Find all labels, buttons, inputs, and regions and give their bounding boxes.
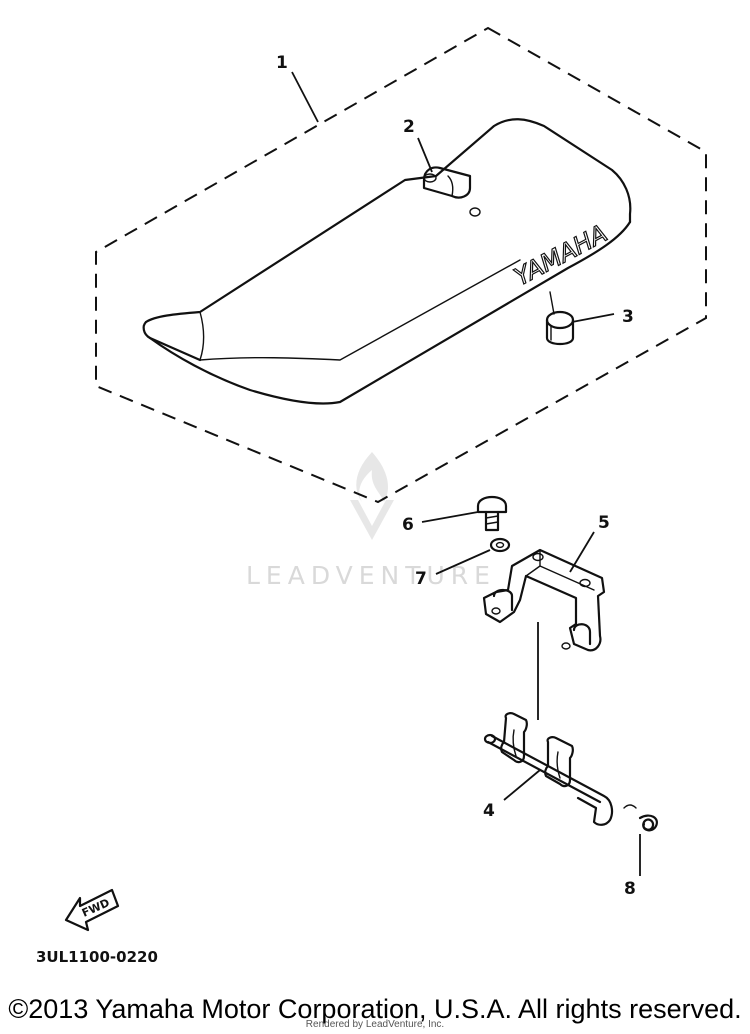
watermark-text: LEADVENTURE bbox=[246, 561, 496, 590]
hinge-pin-part bbox=[483, 712, 614, 826]
callout-5: 5 bbox=[598, 513, 610, 533]
callout-7: 7 bbox=[415, 569, 427, 589]
leader-6 bbox=[421, 511, 479, 523]
callout-3: 3 bbox=[622, 307, 634, 327]
flame-logo-icon bbox=[350, 452, 394, 540]
diagram-code: 3UL1100-0220 bbox=[36, 948, 158, 966]
callout-8: 8 bbox=[624, 879, 636, 899]
seat: YAMAHA bbox=[142, 118, 632, 405]
copyright-notice: ©2013 Yamaha Motor Corporation, U.S.A. A… bbox=[8, 994, 742, 1024]
callout-6: 6 bbox=[402, 515, 414, 535]
leader-7 bbox=[435, 549, 491, 575]
leader-3 bbox=[571, 313, 615, 323]
fwd-arrow-icon: FWD bbox=[64, 888, 120, 932]
leader-5 bbox=[569, 531, 595, 573]
callout-4: 4 bbox=[483, 801, 495, 821]
spring-clip-part bbox=[623, 804, 658, 832]
leader-4 bbox=[503, 769, 541, 801]
leadventure-watermark: LEADVENTURE bbox=[246, 452, 496, 590]
callout-2: 2 bbox=[403, 117, 415, 137]
damper-part bbox=[545, 291, 575, 346]
leader-2 bbox=[417, 137, 433, 173]
seat-brand-text: YAMAHA bbox=[510, 219, 612, 291]
bolt-part bbox=[476, 495, 508, 532]
washer-part bbox=[489, 537, 511, 553]
bracket-part bbox=[482, 548, 606, 652]
rendered-by-notice: Rendered by LeadVenture, Inc. bbox=[305, 1019, 445, 1030]
leader-1 bbox=[291, 71, 319, 123]
callout-1: 1 bbox=[276, 53, 288, 73]
seat-assembly-outline bbox=[95, 26, 707, 504]
